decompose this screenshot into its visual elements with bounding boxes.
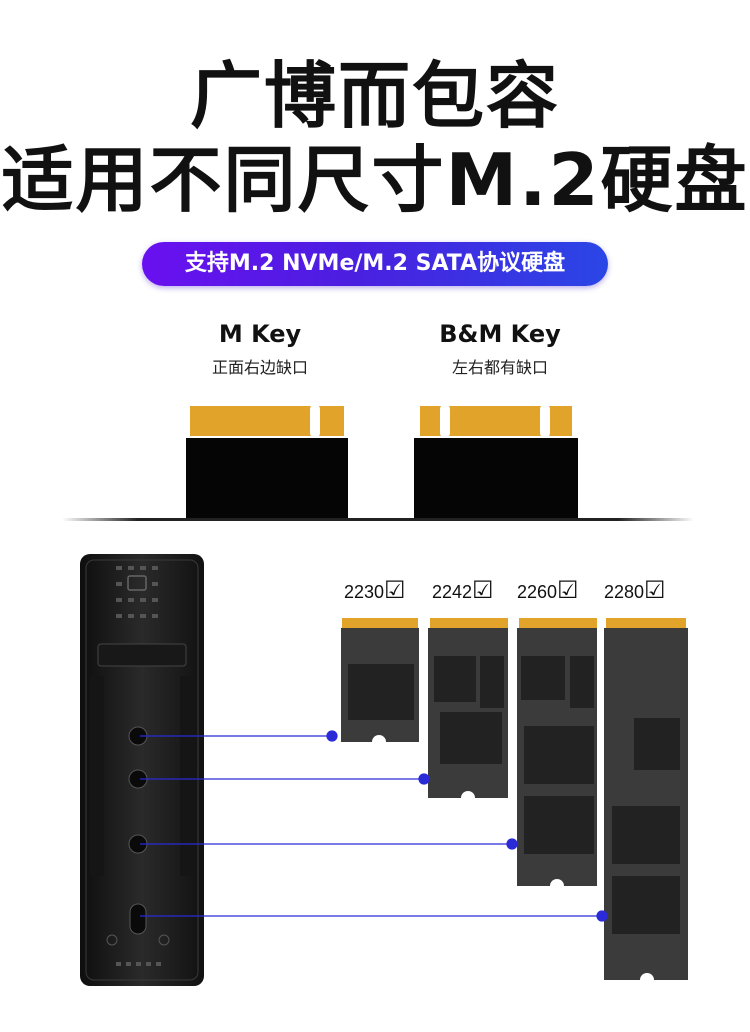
ssd-2242-image (428, 618, 508, 798)
ssd-2260-image (517, 618, 597, 886)
checkbox-icon: ☑ (557, 576, 579, 604)
checkbox-icon: ☑ (644, 576, 666, 604)
divider-line (62, 518, 694, 521)
size-2242: 2242☑ (432, 578, 494, 603)
checkbox-icon: ☑ (472, 576, 494, 604)
size-2230-label: 2230 (344, 582, 385, 602)
size-2280: 2280☑ (604, 578, 666, 603)
enclosure-image (80, 554, 204, 986)
protocol-badge: 支持M.2 NVMe/M.2 SATA协议硬盘 (142, 242, 608, 286)
ssd-2280-image (604, 618, 688, 980)
size-2280-label: 2280 (604, 582, 645, 602)
m-key-connector-image (186, 404, 348, 520)
bm-key-connector-image (414, 404, 578, 520)
size-2260-label: 2260 (517, 582, 558, 602)
heading-line1: 广博而包容 (189, 54, 560, 138)
heading-line2: 适用不同尺寸M.2硬盘 (1, 138, 749, 222)
bm-key-desc: 左右都有缺口 (451, 358, 548, 377)
connector-lines (140, 730, 608, 922)
bm-key-title: B&M Key (439, 320, 561, 348)
size-2242-label: 2242 (432, 582, 473, 602)
checkbox-icon: ☑ (384, 576, 406, 604)
size-2260: 2260☑ (517, 578, 579, 603)
m-key-desc: 正面右边缺口 (211, 358, 308, 377)
ssd-2230-image (341, 618, 419, 742)
m-key-title: M Key (218, 320, 302, 348)
size-2230: 2230☑ (344, 578, 406, 603)
